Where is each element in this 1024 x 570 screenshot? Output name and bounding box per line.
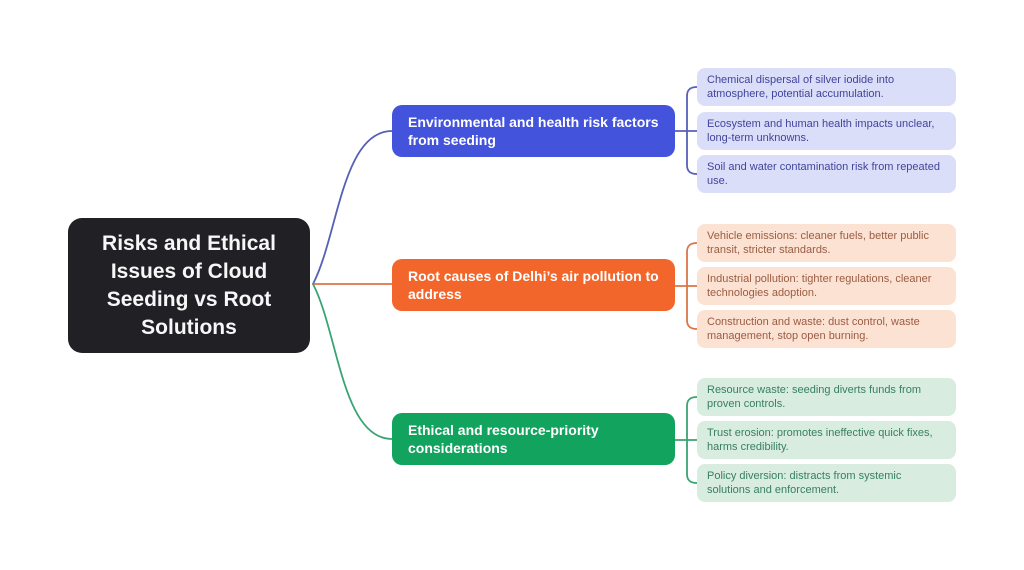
branch-node-root-causes-air-pollution[interactable]: Root causes of Delhi’s air pollution to … — [392, 259, 675, 311]
leaf-node-vehicle-emissions[interactable]: Vehicle emissions: cleaner fuels, better… — [697, 224, 956, 262]
leaf-node-policy-diversion[interactable]: Policy diversion: distracts from systemi… — [697, 464, 956, 502]
branch-node-ethical-resource-priority[interactable]: Ethical and resource-priority considerat… — [392, 413, 675, 465]
connector-branch-root-causes-spine — [686, 242, 698, 330]
leaf-node-ecosystem-impacts[interactable]: Ecosystem and human health impacts uncle… — [697, 112, 956, 150]
root-node[interactable]: Risks and Ethical Issues of Cloud Seedin… — [68, 218, 310, 353]
connector-branch-environmental-spine — [686, 86, 698, 175]
connector-branch-ethical-spine — [686, 396, 698, 484]
branch-node-environmental-health-risks[interactable]: Environmental and health risk factors fr… — [392, 105, 675, 157]
leaf-node-resource-waste[interactable]: Resource waste: seeding diverts funds fr… — [697, 378, 956, 416]
connector-root-to-branch-ethical — [312, 283, 393, 440]
leaf-node-trust-erosion[interactable]: Trust erosion: promotes ineffective quic… — [697, 421, 956, 459]
connector-root-to-branch-environmental — [312, 130, 393, 285]
leaf-node-soil-water-contamination[interactable]: Soil and water contamination risk from r… — [697, 155, 956, 193]
leaf-node-chemical-dispersal[interactable]: Chemical dispersal of silver iodide into… — [697, 68, 956, 106]
leaf-node-construction-waste[interactable]: Construction and waste: dust control, wa… — [697, 310, 956, 348]
leaf-node-industrial-pollution[interactable]: Industrial pollution: tighter regulation… — [697, 267, 956, 305]
